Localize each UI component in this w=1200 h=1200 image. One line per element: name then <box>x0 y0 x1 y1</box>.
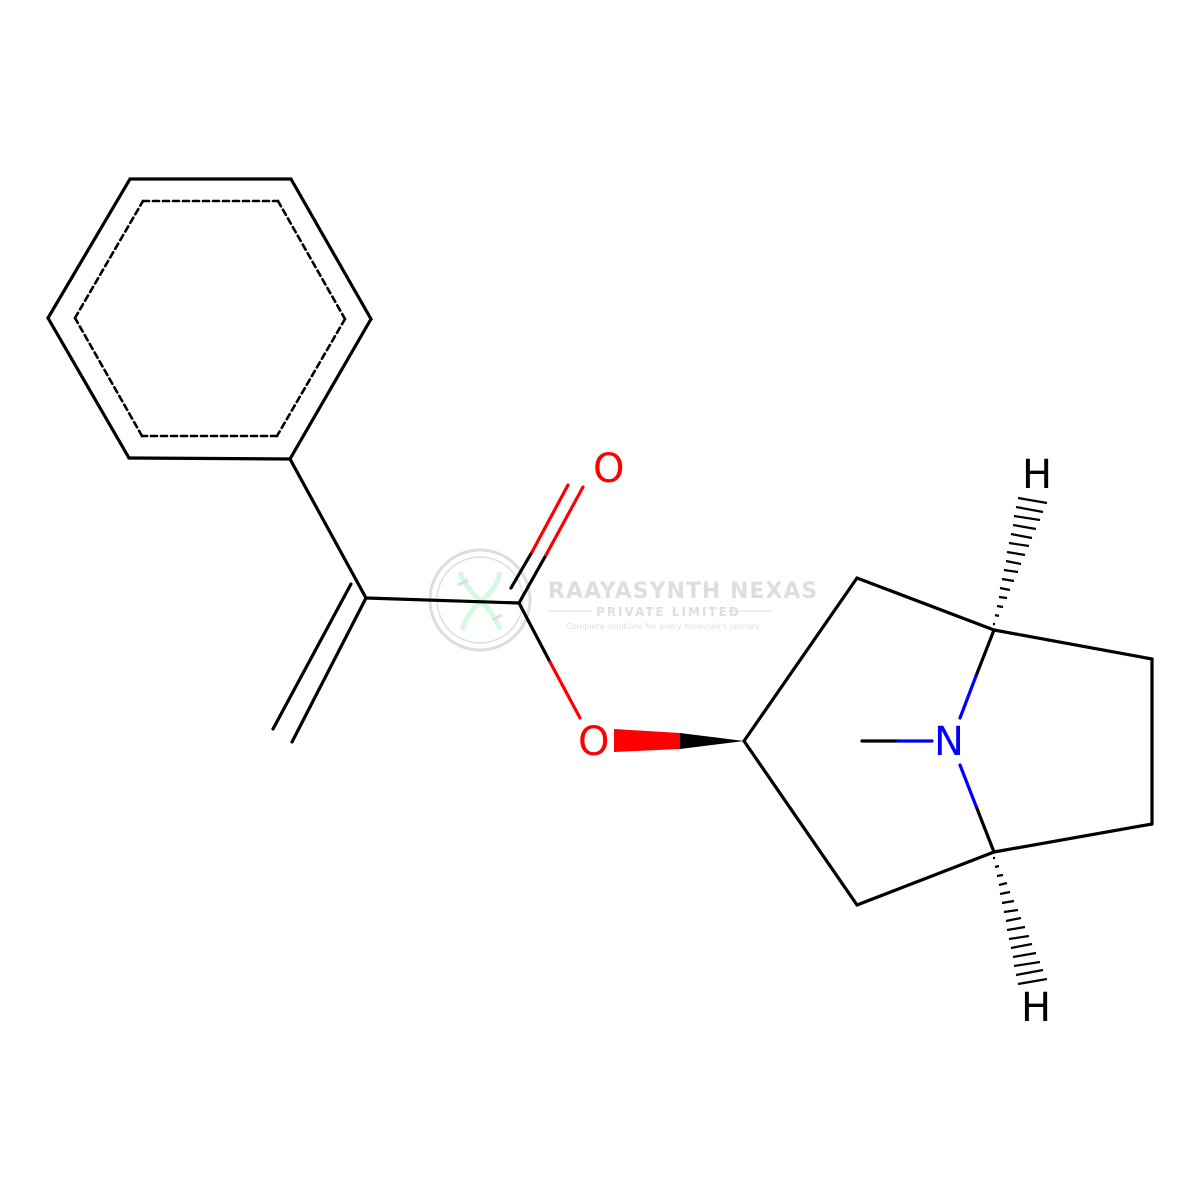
benzene-ring <box>46 177 373 461</box>
ester-oxygen-label: O <box>578 719 609 765</box>
tropane-ring <box>742 576 1154 907</box>
hydrogen-bottom-label: H <box>1021 985 1051 1031</box>
carbonyl-oxygen-label: O <box>593 446 624 492</box>
hashed-wedge-bottom <box>993 856 1048 986</box>
methylene-double-bond <box>271 582 368 744</box>
ring-bond <box>289 177 373 321</box>
hashed-wedge-top <box>993 496 1048 626</box>
watermark: RAAYASYNTH NEXAS PRIVATE LIMITED Complet… <box>428 548 818 652</box>
watermark-title: RAAYASYNTH NEXAS <box>548 579 818 604</box>
watermark-subtitle: PRIVATE LIMITED <box>596 605 741 619</box>
alpha-to-carbonyl-bond <box>364 596 521 605</box>
ring-bond <box>127 456 292 461</box>
ring-bond <box>288 317 373 461</box>
nitrogen-bridge-bonds <box>958 628 996 854</box>
ring-bond <box>46 177 132 320</box>
ring-to-alpha-bond <box>288 457 368 600</box>
nitrogen-label: N <box>934 719 964 765</box>
bonds <box>46 177 1154 907</box>
ester-single-bond <box>517 601 582 720</box>
atom-labels: O O N H H <box>578 446 1052 1031</box>
hydrogen-top-label: H <box>1022 452 1052 498</box>
watermark-tagline: Complete solutions for every molecule's … <box>566 622 760 631</box>
ring-bond <box>46 316 131 460</box>
carbonyl-double-bond <box>509 483 585 605</box>
stereo-wedge-bond <box>614 729 744 752</box>
aromatic-ring-dashed <box>73 199 347 438</box>
